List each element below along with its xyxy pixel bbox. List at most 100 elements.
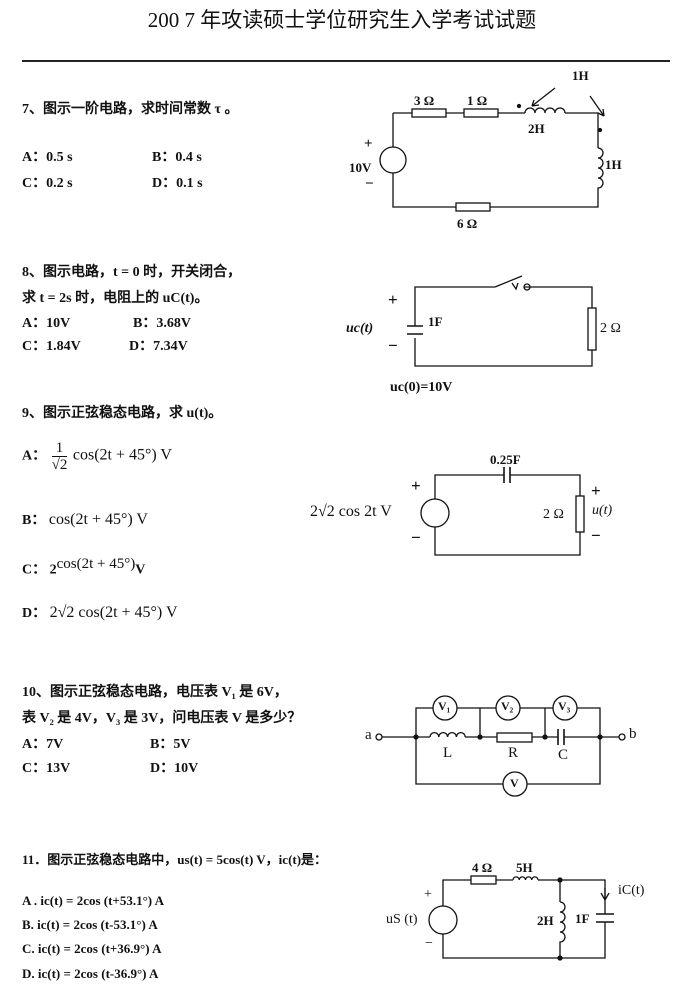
- label-1f: 1F: [575, 911, 590, 926]
- voltage-source-icon: [428, 905, 458, 935]
- plus-sign: +: [591, 481, 601, 500]
- label-source: 2√2 cos 2t V: [310, 503, 392, 520]
- q11-option-b: B. ic(t) = 2cos (t-53.1°) A: [22, 917, 158, 932]
- q8-circuit: [407, 275, 597, 367]
- resistor-r: [496, 732, 533, 743]
- q7-option-d: D：0.1 s: [152, 176, 203, 191]
- capacitor-1f: [407, 325, 423, 335]
- q11-option-a: A . ic(t) = 2cos (t+53.1°) A: [22, 893, 165, 908]
- voltmeter-v1: [432, 695, 458, 721]
- terminal-b: [618, 733, 626, 741]
- dot-marker: [597, 127, 603, 133]
- header-divider: [22, 60, 670, 62]
- label-1h: 1H: [605, 157, 622, 172]
- q7-option-c: C：0.2 s: [22, 176, 73, 191]
- q8-option-d: D：7.34V: [129, 339, 188, 354]
- q9-option-c: C： 2cos(2t + 45°)V: [22, 556, 145, 579]
- question-9-text: 9、图示正弦稳态电路，求 u(t)。: [22, 406, 223, 421]
- q8-option-c: C：1.84V: [22, 339, 81, 354]
- label-2ohm: 2 Ω: [600, 321, 621, 336]
- voltmeter-v2: [495, 695, 521, 721]
- resistor-2ohm: [575, 495, 585, 533]
- inductor-2h: [524, 107, 566, 114]
- label-2ohm: 2 Ω: [543, 507, 564, 522]
- q9-option-d: D： 2√2 cos(2t + 45°) V: [22, 602, 178, 622]
- capacitor-025f: [503, 467, 511, 483]
- minus-sign: −: [411, 528, 421, 547]
- inductor-2h: [559, 880, 566, 958]
- q9-option-b: B： cos(2t + 45°) V: [22, 509, 148, 529]
- q8-option-b: B：3.68V: [133, 316, 191, 331]
- label-10v: 10V: [349, 160, 372, 175]
- switch-contact: [523, 283, 531, 291]
- label-v2: V₂: [501, 699, 514, 713]
- voltage-source-icon: [420, 498, 450, 528]
- inductor-5h: [512, 876, 539, 881]
- label-a: a: [365, 727, 372, 743]
- q9-option-a: A： 1√2 cos(2t + 45°) V: [22, 440, 172, 473]
- resistor-6ohm: [455, 202, 491, 212]
- fraction: 1√2: [51, 440, 68, 473]
- q8-option-a: A：10V: [22, 316, 71, 331]
- plus-sign: +: [424, 887, 432, 902]
- label-v3: V₃: [558, 699, 571, 713]
- label-025f: 0.25F: [490, 452, 521, 467]
- label-c: C: [558, 747, 569, 763]
- resistor-1ohm: [463, 108, 499, 118]
- q7-option-a: A：0.5 s: [22, 150, 73, 165]
- capacitor-1f: [596, 913, 614, 923]
- exponent: cos(2t + 45°): [56, 556, 136, 572]
- label-ic: iC(t): [618, 883, 645, 898]
- q7-option-b: B：0.4 s: [152, 150, 202, 165]
- plus-sign: +: [388, 290, 398, 309]
- exam-title: 200 7 年攻读硕士学位研究生入学考试试题: [147, 8, 537, 32]
- plus-sign: +: [411, 476, 421, 495]
- option-label: B：: [22, 513, 46, 528]
- label-5h: 5H: [516, 860, 533, 875]
- label-2h: 2H: [537, 913, 554, 928]
- label-2h: 2H: [528, 121, 545, 136]
- label-us: uS (t): [386, 912, 418, 927]
- option-label: C：: [22, 562, 47, 578]
- q10-option-c: C：13V: [22, 761, 71, 776]
- voltage-source-icon: [379, 146, 407, 174]
- minus-sign: −: [591, 526, 601, 545]
- numerator: 1: [55, 440, 64, 456]
- label-l: L: [443, 745, 453, 761]
- q10-option-d: D：10V: [150, 761, 199, 776]
- resistor-2ohm: [587, 307, 597, 351]
- minus-sign: −: [425, 936, 433, 951]
- label-mutual-1h: 1H: [572, 68, 589, 83]
- expression: cos(2t + 45°) V: [72, 446, 172, 464]
- resistor-3ohm: [411, 108, 447, 118]
- label-v: V: [510, 776, 519, 790]
- label-4ohm: 4 Ω: [472, 860, 493, 875]
- option-label: A：: [22, 448, 47, 464]
- voltmeter-v: [502, 771, 528, 797]
- denominator: √2: [51, 456, 68, 473]
- switch-arrow-icon: [511, 282, 519, 291]
- minus-sign: −: [388, 336, 398, 355]
- option-label: D：: [22, 606, 47, 621]
- question-8-line2: 求 t = 2s 时，电阻上的 uC(t)。: [22, 291, 209, 306]
- arrow-icon: [531, 87, 556, 107]
- resistor-4ohm: [470, 875, 497, 885]
- minus-sign: −: [365, 176, 374, 192]
- inductor-l: [429, 731, 466, 738]
- current-arrow-icon: [600, 888, 610, 902]
- q11-option-c: C. ic(t) = 2cos (t+36.9°) A: [22, 941, 162, 956]
- label-1f: 1F: [428, 314, 443, 329]
- q11-option-d: D. ic(t) = 2cos (t-36.9°) A: [22, 966, 159, 981]
- question-11-text: 11．图示正弦稳态电路中，us(t) = 5cos(t) V，ic(t)是：: [22, 852, 328, 867]
- capacitor-c: [557, 729, 565, 745]
- question-10-line2: 表 V₂ 是 4V，V₃ 是 3V，问电压表 V 是多少？: [22, 711, 302, 726]
- question-10-line1: 10、图示正弦稳态电路，电压表 V₁ 是 6V，: [22, 685, 288, 700]
- q11-circuit: [428, 875, 614, 961]
- terminal-a: [375, 733, 383, 741]
- voltmeter-v3: [552, 695, 578, 721]
- label-uc: uc(t): [346, 321, 374, 336]
- arrow-icon: [589, 95, 605, 117]
- label-3ohm: 3 Ω: [414, 93, 435, 108]
- unit: V: [135, 562, 146, 578]
- q10-circuit: [375, 695, 626, 797]
